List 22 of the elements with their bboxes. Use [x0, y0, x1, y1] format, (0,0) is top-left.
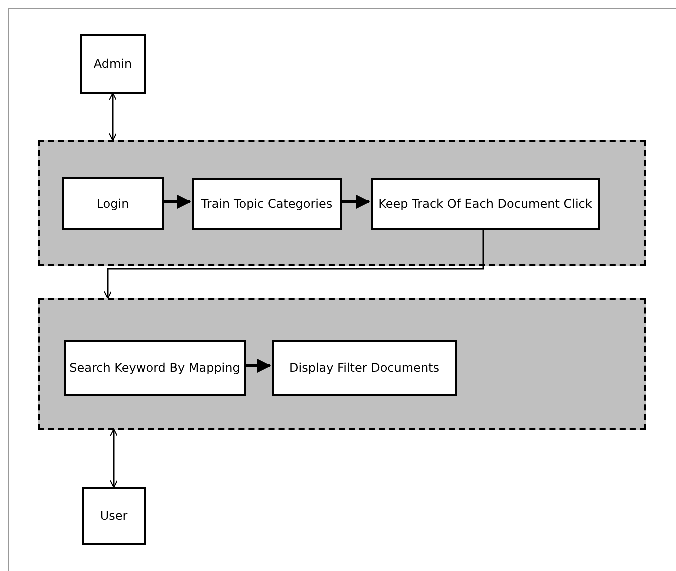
process-box: [64, 340, 246, 396]
process-box: [82, 487, 146, 545]
box-label: Admin: [94, 57, 132, 71]
arrow: [104, 228, 484, 300]
process-box: [192, 178, 342, 230]
arrow: [110, 428, 118, 488]
box-label: Train Topic Categories: [201, 197, 333, 211]
box-label: Keep Track Of Each Document Click: [378, 197, 592, 211]
arrow: [244, 359, 272, 373]
arrow: [108, 92, 118, 142]
process-box: [62, 177, 164, 230]
process-box: [272, 340, 457, 396]
process-box: [80, 34, 146, 94]
box-label: Display Filter Documents: [290, 361, 440, 375]
group-panel: [38, 140, 646, 266]
arrow: [340, 195, 370, 209]
group-panel: [38, 298, 646, 430]
box-label: Login: [96, 196, 130, 210]
arrow: [162, 195, 192, 209]
process-box: [371, 178, 600, 230]
box-label: Search Keyword By Mapping: [70, 361, 240, 375]
box-label: User: [100, 509, 128, 523]
